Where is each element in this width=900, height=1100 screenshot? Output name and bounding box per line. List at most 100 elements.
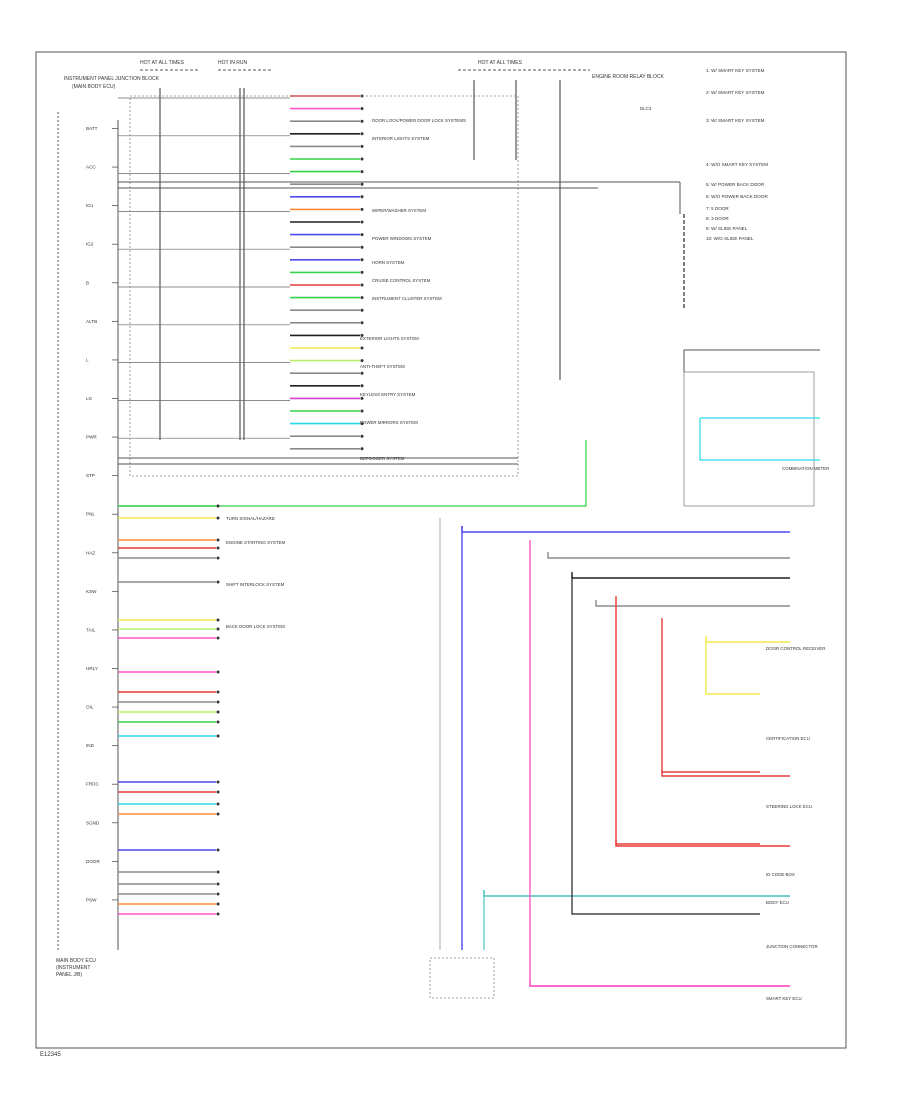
left-bottom-label2: (INSTRUMENT	[56, 965, 90, 971]
system-label: WIPER/WASHER SYSTEM	[372, 208, 426, 213]
wire-terminal	[216, 504, 220, 508]
wire-terminal	[216, 882, 220, 886]
wire-terminal	[360, 321, 364, 325]
fuse-label-c: HOT AT ALL TIMES	[478, 60, 523, 66]
component-label: STEERING LOCK ECU	[766, 804, 812, 809]
connector-pin-label: ACC	[86, 165, 96, 170]
system-label: CRUISE CONTROL SYSTEM	[372, 278, 431, 283]
connector-pin-label: HAZ	[86, 550, 95, 555]
connector-pin-label: IG1	[86, 203, 94, 208]
wire-terminal	[360, 245, 364, 249]
connector-pin-label: IND	[86, 743, 95, 748]
left-bottom-label: MAIN BODY ECU	[56, 958, 96, 964]
left-connector-list: BATTACCIG1IG2BALTBLLGPWRSTPPNLHAZKSWTAIL…	[86, 126, 118, 902]
wire-terminal	[360, 132, 364, 136]
wire-terminal	[216, 802, 220, 806]
system-label: EXTERIOR LIGHTS SYSTEM	[360, 336, 419, 341]
wire-terminal	[360, 333, 364, 337]
wire-terminal	[216, 780, 220, 784]
wire-terminal	[216, 556, 220, 560]
component-label: SMART KEY ECU	[766, 996, 802, 1001]
connector-pin-label: PSW	[86, 897, 97, 902]
wire-terminal	[360, 422, 364, 426]
wire-terminal	[216, 870, 220, 874]
wire-terminal	[360, 434, 364, 438]
system-label: HORN SYSTEM	[372, 260, 405, 265]
system-label: KEYLESS ENTRY SYSTEM	[360, 392, 416, 397]
right-module-box-top	[683, 371, 815, 507]
connector-pin-label: OIL	[86, 705, 94, 710]
legend-item: 2: W/ SMART KEY SYSTEM	[706, 90, 765, 95]
wire-terminal	[360, 447, 364, 451]
connector-pin-label: SGND	[86, 820, 100, 825]
wire-terminal	[216, 892, 220, 896]
legend-item: 5: W/ POWER BACK DOOR	[706, 182, 765, 187]
wire-terminal	[360, 107, 364, 111]
wire-run	[595, 600, 790, 607]
legend-item: 9: W/ SLIDE PANEL	[706, 226, 748, 231]
fuse-label-a: HOT AT ALL TIMES	[140, 60, 185, 66]
legend-item: 7: 5 DOOR	[706, 206, 729, 211]
left-block-label2: (MAIN BODY ECU)	[72, 84, 116, 90]
system-label: TURN SIGNAL/HAZARD	[226, 516, 275, 521]
wire-terminal	[360, 195, 364, 199]
wire-run	[705, 638, 760, 695]
wire-terminal	[360, 119, 364, 123]
wire-terminal	[360, 308, 364, 312]
lower-right-wire-fan	[439, 518, 790, 987]
system-label: ENGINE STARTING SYSTEM	[226, 540, 285, 545]
component-label: BODY ECU	[766, 900, 789, 905]
connector-pin-label: KSW	[86, 589, 97, 594]
system-label-list: DOOR LOCK/POWER DOOR LOCK SYSTEMSINTERIO…	[226, 118, 466, 629]
component-label: COMBINATION METER	[782, 466, 829, 471]
connector-pin-label: L	[86, 357, 89, 362]
wire-terminal	[216, 627, 220, 631]
footer-code: E12345	[40, 1052, 61, 1058]
wire-terminal	[360, 170, 364, 174]
bottom-connector	[429, 957, 495, 999]
wire-run	[529, 540, 790, 987]
wire-terminal	[216, 700, 220, 704]
wire-run	[615, 840, 790, 847]
connector-pin-label: LG	[86, 396, 93, 401]
wire-terminal	[360, 296, 364, 300]
legend-item: 4: W/O SMART KEY SYSTEM	[706, 162, 768, 167]
wire-terminal	[216, 580, 220, 584]
connector-pin-label: DOOR	[86, 859, 100, 864]
wire-terminal	[216, 618, 220, 622]
wire-terminal	[360, 396, 364, 400]
lower-left-wire-fan	[118, 504, 220, 916]
wire-terminal	[360, 409, 364, 413]
component-label: DLC3	[640, 106, 652, 111]
connector-pin-label: BATT	[86, 126, 98, 131]
wire-terminal	[360, 258, 364, 262]
wire-terminal	[216, 636, 220, 640]
wire-terminal	[360, 182, 364, 186]
component-label: JUNCTION CONNECTOR	[766, 944, 818, 949]
connector-pin-label: IG2	[86, 242, 94, 247]
connector-pin-label: B	[86, 280, 89, 285]
legend-item: 10: W/O SLIDE PANEL	[706, 236, 754, 241]
system-label: ANTI-THEFT SYSTEM	[360, 364, 405, 369]
wire-terminal	[216, 812, 220, 816]
wire-terminal	[360, 207, 364, 211]
relay-block-label: ENGINE ROOM RELAY BLOCK	[592, 74, 664, 80]
legend-item: 1: W/ SMART KEY SYSTEM	[706, 68, 765, 73]
wire-terminal	[216, 690, 220, 694]
wire-terminal	[216, 670, 220, 674]
wire-run	[529, 980, 790, 987]
left-block-label: INSTRUMENT PANEL JUNCTION BLOCK	[64, 76, 160, 82]
wire-terminal	[360, 359, 364, 363]
wire-terminal	[216, 902, 220, 906]
wire-terminal	[216, 710, 220, 714]
connector-pin-label: HRLY	[86, 666, 98, 671]
legend-item: 3: W/ SMART KEY SYSTEM	[706, 118, 765, 123]
wire-run	[705, 636, 790, 643]
wire-terminal	[360, 270, 364, 274]
connector-pin-label: PWR	[86, 435, 97, 440]
wire-run	[461, 526, 790, 533]
fuse-label-b: HOT IN RUN	[218, 60, 247, 66]
left-bottom-label3: PANEL J/B)	[56, 972, 82, 978]
